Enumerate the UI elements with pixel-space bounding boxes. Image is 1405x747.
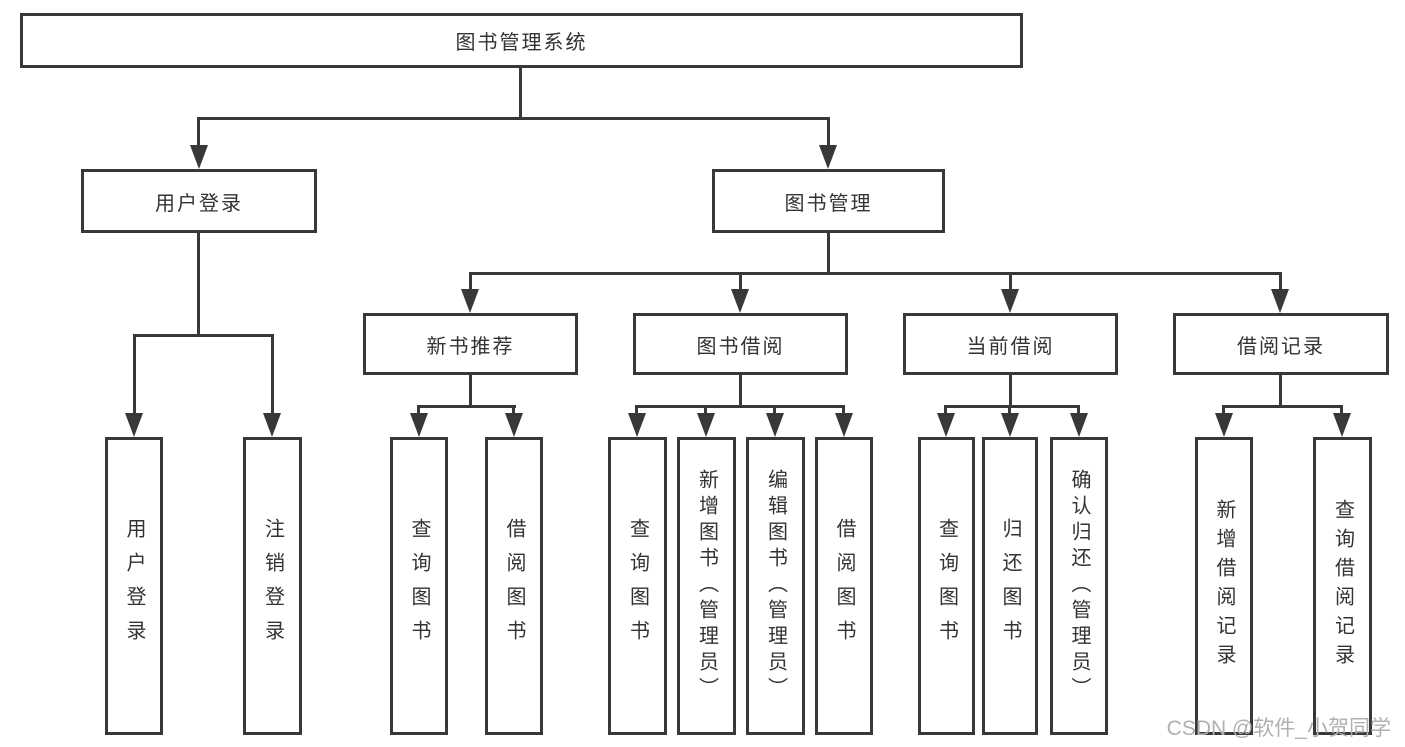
node-book-mgmt-label: 图书管理 <box>784 192 873 215</box>
leaf-bb-edit-book: 编辑图书（管理员） <box>746 437 805 735</box>
connector-drop-bb-query <box>635 405 638 415</box>
leaf-nbr-borrow-book: 借阅图书 <box>485 437 543 735</box>
connector-drop-br-add <box>1222 405 1225 415</box>
node-root: 图书管理系统 <box>20 13 1023 68</box>
leaf-br-query-record: 查询借阅记录 <box>1313 437 1372 735</box>
leaf-bb-add-book-label: 新增图书（管理员） <box>695 469 718 703</box>
connector-drop-borrow-record <box>1279 272 1282 292</box>
leaf-br-query-record-label: 查询借阅记录 <box>1331 499 1354 673</box>
arrow-down-icon <box>1333 413 1351 437</box>
node-current-borrow-label: 当前借阅 <box>966 335 1055 358</box>
leaf-nbr-query-book-label: 查询图书 <box>408 518 430 654</box>
leaf-br-add-record: 新增借阅记录 <box>1195 437 1253 735</box>
leaf-user-login-label: 用户登录 <box>123 518 145 654</box>
arrow-down-icon <box>410 413 428 437</box>
connector-user-login-stem <box>197 233 200 336</box>
connector-drop-bb-borrow <box>842 405 845 415</box>
csdn-watermark: CSDN @软件_小贺同学 <box>1166 717 1391 740</box>
connector-level1-rail <box>197 117 830 120</box>
connector-book-mgmt-stem <box>827 233 830 274</box>
arrow-down-icon <box>461 289 479 313</box>
connector-drop-leaf-user-login <box>133 334 136 415</box>
connector-root-stem <box>519 68 522 120</box>
connector-drop-bb-edit <box>773 405 776 415</box>
connector-drop-bb-add <box>704 405 707 415</box>
connector-user-login-rail <box>133 334 273 337</box>
node-user-login: 用户登录 <box>81 169 317 233</box>
connector-book-borrow-stem <box>739 375 742 408</box>
leaf-cb-confirm-return: 确认归还（管理员） <box>1050 437 1108 735</box>
arrow-down-icon <box>1001 413 1019 437</box>
connector-drop-cb-return <box>1008 405 1011 415</box>
leaf-cb-return-book-label: 归还图书 <box>999 518 1021 654</box>
connector-drop-book-mgmt <box>827 117 830 147</box>
node-book-borrow: 图书借阅 <box>633 313 848 375</box>
leaf-bb-query-book-label: 查询图书 <box>626 518 649 654</box>
arrow-down-icon <box>263 413 281 437</box>
node-user-login-label: 用户登录 <box>155 192 243 215</box>
node-book-mgmt: 图书管理 <box>712 169 945 233</box>
arrow-down-icon <box>1001 289 1019 313</box>
connector-drop-nbr-borrow <box>512 405 515 415</box>
leaf-logout: 注销登录 <box>243 437 302 735</box>
arrow-down-icon <box>1070 413 1088 437</box>
connector-drop-br-query <box>1340 405 1343 415</box>
arrow-down-icon <box>1271 289 1289 313</box>
leaf-cb-query-book-label: 查询图书 <box>935 518 958 654</box>
connector-current-borrow-rail <box>945 405 1080 408</box>
node-new-book-rec-label: 新书推荐 <box>426 335 515 358</box>
arrow-down-icon <box>505 413 523 437</box>
arrow-down-icon <box>731 289 749 313</box>
node-new-book-rec: 新书推荐 <box>363 313 578 375</box>
connector-drop-book-borrow <box>739 272 742 292</box>
connector-level3-rail <box>469 272 1282 275</box>
leaf-bb-borrow-book: 借阅图书 <box>815 437 873 735</box>
leaf-br-add-record-label: 新增借阅记录 <box>1213 499 1235 673</box>
leaf-bb-borrow-book-label: 借阅图书 <box>833 518 855 654</box>
connector-drop-user-login <box>197 117 200 147</box>
connector-borrow-record-rail <box>1223 405 1343 408</box>
node-current-borrow: 当前借阅 <box>903 313 1118 375</box>
leaf-bb-add-book: 新增图书（管理员） <box>677 437 736 735</box>
leaf-cb-return-book: 归还图书 <box>982 437 1038 735</box>
leaf-user-login: 用户登录 <box>105 437 163 735</box>
leaf-nbr-query-book: 查询图书 <box>390 437 448 735</box>
arrow-down-icon <box>125 413 143 437</box>
arrow-down-icon <box>835 413 853 437</box>
arrow-down-icon <box>1215 413 1233 437</box>
arrow-down-icon <box>697 413 715 437</box>
connector-borrow-record-stem <box>1279 375 1282 408</box>
connector-book-borrow-rail <box>636 405 845 408</box>
arrow-down-icon <box>628 413 646 437</box>
leaf-cb-confirm-return-label: 确认归还（管理员） <box>1068 469 1090 703</box>
connector-new-book-rec-rail <box>418 405 516 408</box>
leaf-logout-label: 注销登录 <box>261 518 284 654</box>
connector-drop-leaf-logout <box>271 334 274 415</box>
connector-drop-cb-query <box>944 405 947 415</box>
node-book-borrow-label: 图书借阅 <box>696 335 785 358</box>
node-root-label: 图书管理系统 <box>455 32 588 54</box>
connector-drop-cb-confirm <box>1077 405 1080 415</box>
arrow-down-icon <box>819 145 837 169</box>
connector-current-borrow-stem <box>1009 375 1012 408</box>
leaf-cb-query-book: 查询图书 <box>918 437 975 735</box>
arrow-down-icon <box>937 413 955 437</box>
node-borrow-record: 借阅记录 <box>1173 313 1389 375</box>
leaf-bb-edit-book-label: 编辑图书（管理员） <box>764 469 787 703</box>
connector-drop-current-borrow <box>1009 272 1012 292</box>
connector-new-book-rec-stem <box>469 375 472 408</box>
node-borrow-record-label: 借阅记录 <box>1237 335 1325 358</box>
arrow-down-icon <box>766 413 784 437</box>
arrow-down-icon <box>190 145 208 169</box>
connector-drop-new-book-rec <box>469 272 472 292</box>
connector-drop-nbr-query <box>417 405 420 415</box>
leaf-nbr-borrow-book-label: 借阅图书 <box>503 518 525 654</box>
leaf-bb-query-book: 查询图书 <box>608 437 667 735</box>
